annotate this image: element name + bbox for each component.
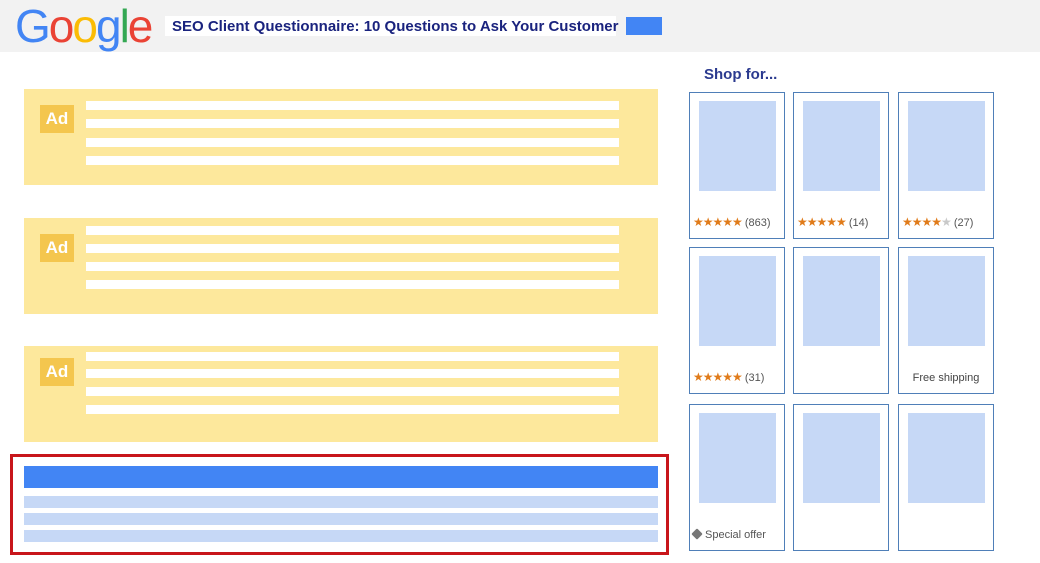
product-card[interactable] — [793, 247, 889, 394]
rating-stars: ★★★★★ — [693, 215, 743, 229]
review-count: (27) — [953, 217, 974, 229]
product-rating: ★★★★★ (27) — [902, 215, 973, 230]
review-count: (863) — [744, 217, 771, 229]
logo-letter: G — [15, 0, 51, 52]
search-query-text[interactable]: SEO Client Questionnaire: 10 Questions t… — [172, 18, 619, 35]
logo-letter: o — [48, 0, 75, 52]
logo-letter: g — [95, 0, 122, 52]
organic-result-line — [24, 513, 658, 525]
product-image — [803, 413, 880, 503]
ad-text-line — [86, 244, 619, 253]
ad-result[interactable]: Ad — [24, 218, 658, 314]
product-image — [803, 101, 880, 191]
logo-letter: e — [127, 0, 154, 52]
ad-text-line — [86, 262, 619, 271]
product-card[interactable]: ★★★★★ (863) — [689, 92, 785, 239]
rating-stars: ★★★★★ — [797, 215, 847, 229]
logo-letter: l — [119, 0, 130, 52]
ad-text-line — [86, 405, 619, 414]
rating-stars: ★★★★★ — [902, 215, 952, 229]
ad-text-line — [86, 387, 619, 396]
product-image — [803, 256, 880, 346]
product-image — [699, 413, 776, 503]
search-input[interactable] — [165, 16, 616, 36]
product-card[interactable]: ★★★★★ (31) — [689, 247, 785, 394]
ad-badge: Ad — [40, 234, 74, 262]
product-card[interactable]: Free shipping — [898, 247, 994, 394]
organic-result-title[interactable] — [24, 466, 658, 488]
product-image — [908, 256, 985, 346]
ad-text-line — [86, 138, 619, 147]
review-count: (14) — [848, 217, 869, 229]
free-shipping-label: Free shipping — [912, 372, 980, 384]
organic-result-line — [24, 530, 658, 542]
product-card[interactable] — [898, 404, 994, 551]
product-card[interactable]: Special offer — [689, 404, 785, 551]
product-card[interactable]: ★★★★★ (14) — [793, 92, 889, 239]
search-button[interactable] — [626, 17, 662, 35]
ad-text-line — [86, 352, 619, 361]
special-offer: Special offer — [691, 528, 766, 542]
rating-stars-filled: ★★★★ — [902, 215, 942, 229]
product-rating: ★★★★★ (31) — [693, 370, 764, 385]
tag-icon — [691, 528, 703, 540]
ad-result[interactable]: Ad — [24, 346, 658, 442]
ad-badge: Ad — [40, 105, 74, 133]
ad-text-line — [86, 119, 619, 128]
ad-text-line — [86, 369, 619, 378]
ad-badge: Ad — [40, 358, 74, 386]
product-image — [908, 101, 985, 191]
logo-letter: o — [72, 0, 98, 52]
product-image — [699, 101, 776, 191]
product-image — [699, 256, 776, 346]
ad-text-line — [86, 156, 619, 165]
product-rating: ★★★★★ (863) — [693, 215, 771, 230]
rating-stars-empty: ★ — [941, 215, 952, 229]
product-rating: ★★★★★ (14) — [797, 215, 868, 230]
product-card[interactable] — [793, 404, 889, 551]
organic-result-line — [24, 496, 658, 508]
google-logo[interactable]: Google — [15, 0, 154, 52]
ad-text-line — [86, 226, 619, 235]
ad-result[interactable]: Ad — [24, 89, 658, 185]
product-card[interactable]: ★★★★★ (27) — [898, 92, 994, 239]
ad-text-line — [86, 280, 619, 289]
top-bar: Google SEO Client Questionnaire: 10 Ques… — [0, 0, 1040, 52]
rating-stars: ★★★★★ — [693, 370, 743, 384]
ad-text-line — [86, 101, 619, 110]
product-image — [908, 413, 985, 503]
organic-result-highlighted[interactable] — [10, 454, 669, 555]
special-offer-label: Special offer — [705, 529, 766, 541]
review-count: (31) — [744, 372, 765, 384]
shopping-title: Shop for... — [704, 66, 778, 83]
